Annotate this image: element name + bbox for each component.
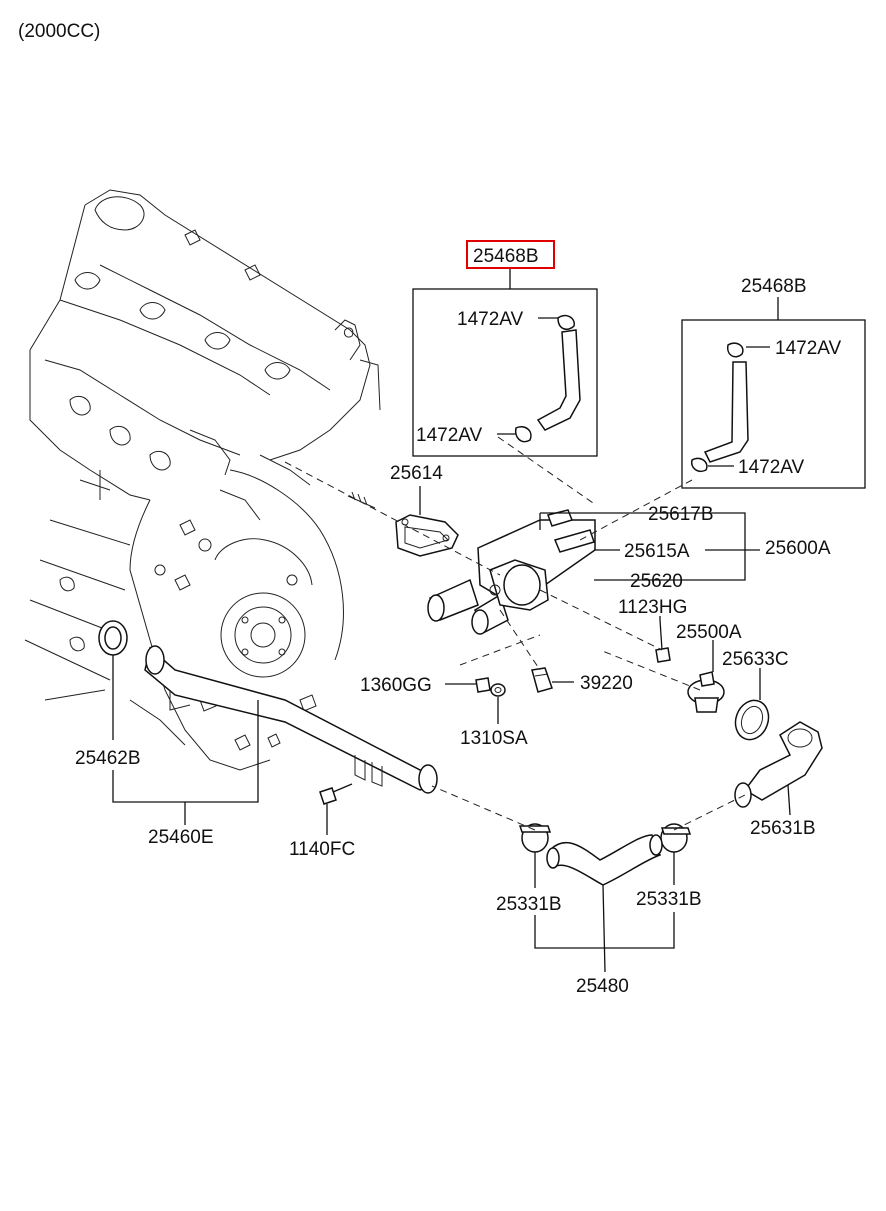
label-39220[interactable]: 39220 <box>580 673 633 694</box>
label-25614[interactable]: 25614 <box>390 463 443 484</box>
gasket-25633c <box>734 699 770 741</box>
radiator-hose <box>546 834 663 886</box>
label-25460e[interactable]: 25460E <box>148 827 214 848</box>
clamp-right <box>660 823 692 853</box>
label-1472av-b[interactable]: 1472AV <box>416 425 483 446</box>
water-outlet-housing <box>427 509 596 635</box>
label-25462b[interactable]: 25462B <box>75 748 141 769</box>
label-25500a[interactable]: 25500A <box>676 622 742 643</box>
temp-sensor <box>531 667 553 693</box>
label-1310sa[interactable]: 1310SA <box>460 728 528 749</box>
label-25480[interactable]: 25480 <box>576 976 629 997</box>
label-25633c[interactable]: 25633C <box>722 649 789 670</box>
label-25331b-left[interactable]: 25331B <box>496 894 562 915</box>
engine-variant-label: (2000CC) <box>18 21 100 42</box>
water-inlet-cover <box>734 721 823 808</box>
thermostat <box>687 671 725 713</box>
label-1472av-c[interactable]: 1472AV <box>775 338 842 359</box>
callout-lines <box>112 268 791 973</box>
hose-kit-box-right <box>681 319 866 489</box>
label-1123hg[interactable]: 1123HG <box>618 597 687 618</box>
label-1472av-a[interactable]: 1472AV <box>457 309 524 330</box>
label-25600a[interactable]: 25600A <box>765 538 831 559</box>
dashed-leaders <box>284 436 746 831</box>
label-25620[interactable]: 25620 <box>630 571 683 592</box>
nut-1360gg <box>475 677 491 693</box>
seal-ring <box>98 620 128 656</box>
label-25468b-right[interactable]: 25468B <box>741 276 807 297</box>
label-25331b-right[interactable]: 25331B <box>636 889 702 910</box>
gasket-25614 <box>395 514 459 557</box>
label-25615a[interactable]: 25615A <box>624 541 690 562</box>
bolt-1123hg <box>655 619 671 663</box>
clamp-left <box>518 823 552 853</box>
label-25617b[interactable]: 25617B <box>648 504 714 525</box>
engine-block <box>24 189 381 771</box>
label-1140fc[interactable]: 1140FC <box>289 839 355 860</box>
label-1360gg[interactable]: 1360GG <box>360 675 432 696</box>
washer-1310sa <box>490 683 506 697</box>
highlight-box <box>466 240 555 269</box>
hose-kit-box-left <box>412 288 598 457</box>
label-25468b-highlighted[interactable]: 25468B <box>473 246 539 267</box>
label-25631b[interactable]: 25631B <box>750 818 816 839</box>
bolt-1140fc <box>319 783 353 805</box>
water-pipe <box>144 645 438 794</box>
label-1472av-d[interactable]: 1472AV <box>738 457 805 478</box>
